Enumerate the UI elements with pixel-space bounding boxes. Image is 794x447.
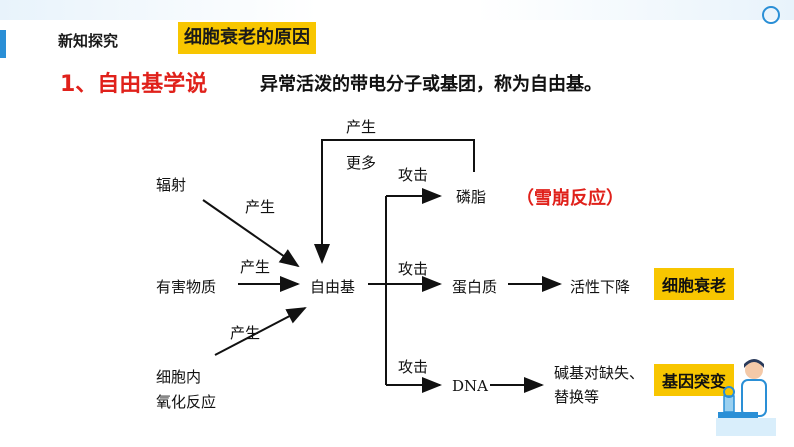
target-dna: DNA: [452, 377, 488, 395]
source-harmful-substance: 有害物质: [156, 276, 216, 297]
effect-base-pair-1: 碱基对缺失、: [554, 362, 644, 383]
annotation-cell-aging: 细胞衰老: [654, 268, 734, 300]
target-phospholipid: 磷脂: [456, 186, 486, 207]
label-more-feedback: 更多: [346, 152, 376, 173]
label-produce-oxidation: 产生: [230, 322, 260, 343]
arrow-feedback: [322, 140, 474, 262]
label-attack-2: 攻击: [398, 258, 428, 279]
label-produce-harmful: 产生: [240, 256, 270, 277]
label-attack-1: 攻击: [398, 164, 428, 185]
label-produce-feedback: 产生: [346, 116, 376, 137]
effect-activity-decline: 活性下降: [570, 276, 630, 297]
effect-base-pair-2: 替换等: [554, 386, 599, 407]
annotation-avalanche: （雪崩反应）: [516, 184, 624, 210]
target-protein: 蛋白质: [452, 276, 497, 297]
scientist-icon: [716, 356, 776, 436]
label-attack-3: 攻击: [398, 356, 428, 377]
source-radiation: 辐射: [156, 174, 186, 195]
source-intracellular-1: 细胞内: [156, 366, 201, 387]
source-intracellular-2: 氧化反应: [156, 391, 216, 412]
center-free-radical: 自由基: [310, 276, 355, 297]
label-produce-radiation: 产生: [245, 196, 275, 217]
